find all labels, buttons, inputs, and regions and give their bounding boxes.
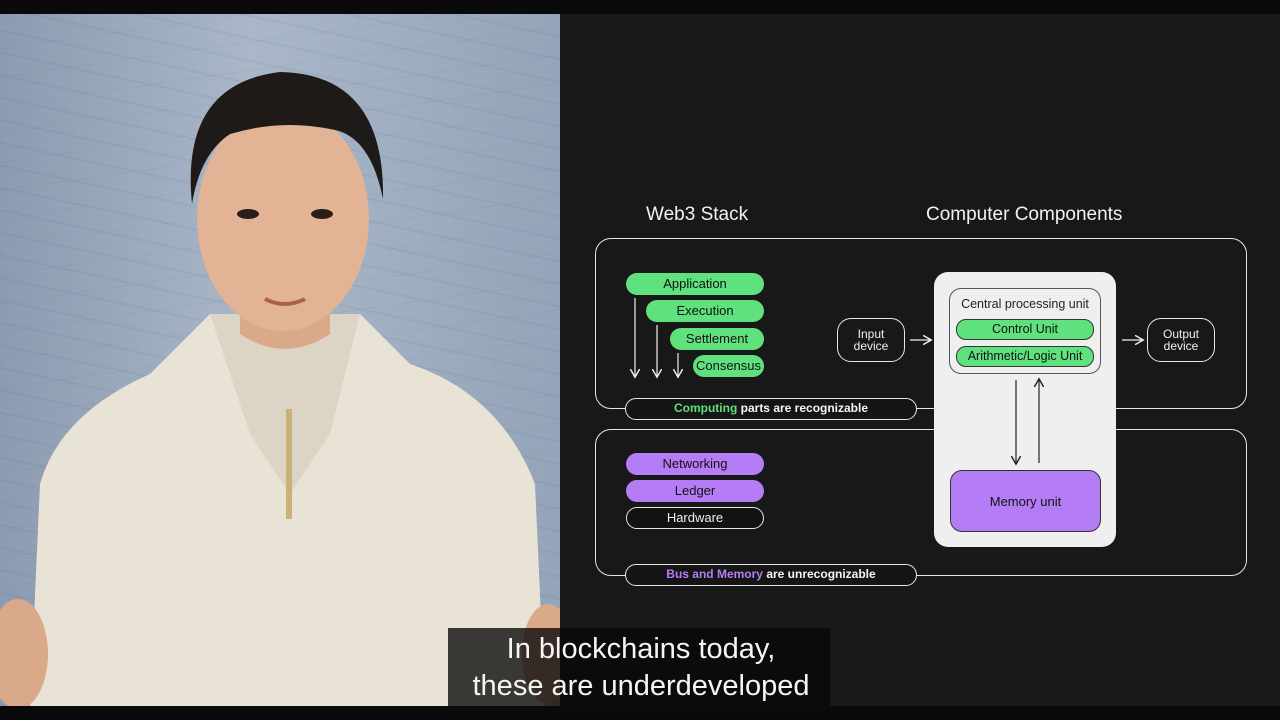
subtitle-line-1: In blockchains today,	[448, 633, 834, 666]
cpu-box: Central processing unit Control Unit Ari…	[949, 288, 1101, 374]
computer-card: Central processing unit Control Unit Ari…	[934, 272, 1116, 547]
computing-caption-text: parts are recognizable	[741, 401, 868, 415]
layer-application: Application	[626, 273, 764, 295]
input-device: Input device	[837, 318, 905, 362]
memory-caption-text: are unrecognizable	[766, 567, 875, 581]
memory-caption-highlight: Bus and Memory	[666, 567, 763, 581]
slide: Web3 Stack Computer Components Applicati…	[560, 14, 1280, 706]
letterbox-bottom	[0, 706, 1280, 720]
cpu-title: Central processing unit	[950, 297, 1100, 311]
memory-section	[595, 429, 1247, 576]
computing-caption: Computing parts are recognizable	[625, 398, 917, 420]
layer-settlement: Settlement	[670, 328, 764, 350]
presenter-video	[0, 14, 560, 706]
layer-ledger: Ledger	[626, 480, 764, 502]
input-device-line2: device	[854, 340, 889, 352]
computing-caption-highlight: Computing	[674, 401, 737, 415]
layer-consensus: Consensus	[693, 355, 764, 377]
layer-execution: Execution	[646, 300, 764, 322]
subtitle-line-2: these are underdeveloped	[448, 670, 834, 703]
memory-unit: Memory unit	[950, 470, 1101, 532]
memory-caption: Bus and Memory are unrecognizable	[625, 564, 917, 586]
output-device-line2: device	[1163, 340, 1199, 352]
web3-stack-title: Web3 Stack	[646, 204, 748, 226]
presenter-figure	[0, 14, 560, 706]
computer-components-title: Computer Components	[926, 204, 1122, 226]
arithmetic-logic-unit: Arithmetic/Logic Unit	[956, 346, 1094, 367]
letterbox-top	[0, 0, 1280, 14]
layer-hardware: Hardware	[626, 507, 764, 529]
layer-networking: Networking	[626, 453, 764, 475]
control-unit: Control Unit	[956, 319, 1094, 340]
output-device: Output device	[1147, 318, 1215, 362]
